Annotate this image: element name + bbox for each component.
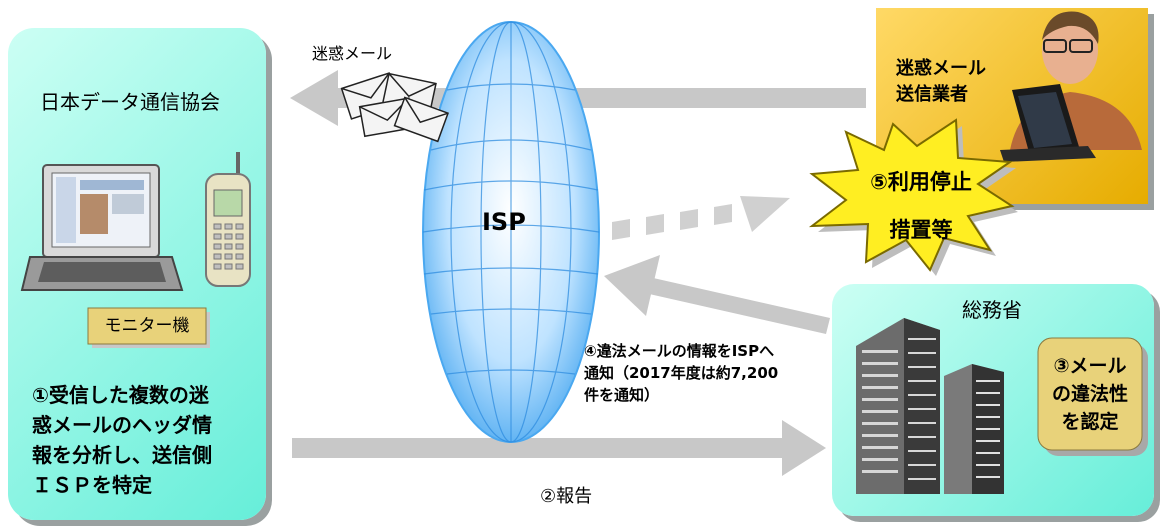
step4-text: ④違法メールの情報をISPへ 通知（2017年度は約7,200 件を通知） xyxy=(584,340,778,406)
notify-arrow xyxy=(604,255,830,334)
step4-line: 通知（2017年度は約7,200 xyxy=(584,364,779,382)
ministry-title: 総務省 xyxy=(962,298,1022,322)
spam-sender-line: 送信業者 xyxy=(896,84,968,105)
step3-label: ③メール の違法性 を認定 xyxy=(1038,352,1142,436)
step3-box xyxy=(1037,337,1148,456)
step4-line: 件を通知） xyxy=(584,386,660,404)
ministry-building-icon xyxy=(856,318,1004,494)
jadac-title: 日本データ通信協会 xyxy=(40,90,220,114)
isp-label: ISP xyxy=(482,208,526,236)
suspension-burst xyxy=(808,118,1018,276)
step1-line: ＩＳＰを特定 xyxy=(32,473,152,497)
step4-line: ④違法メールの情報をISPへ xyxy=(584,342,775,360)
report-arrow xyxy=(292,420,826,476)
spam-sender-label: 迷惑メール 送信業者 xyxy=(896,56,986,108)
spam-sender-person-icon xyxy=(1000,11,1142,162)
suspension-dotted-arrow xyxy=(612,196,790,240)
step5-label: ⑤利用停止 措置等 xyxy=(846,158,996,254)
step2-label: ②報告 xyxy=(540,486,593,507)
monitor-label-box xyxy=(87,307,210,348)
step5-line: 措置等 xyxy=(889,218,953,242)
step5-line: ⑤利用停止 xyxy=(870,170,972,194)
step3-line: の違法性 xyxy=(1051,383,1128,405)
spam-sender-line: 迷惑メール xyxy=(896,58,986,79)
isp-globe xyxy=(422,21,600,443)
spam-mail-label: 迷惑メール xyxy=(312,44,393,63)
step1-line: 惑メールのヘッダ情 xyxy=(32,413,212,437)
step1-text: ①受信した複数の迷 惑メールのヘッダ情 報を分析し、送信側 ＩＳＰを特定 xyxy=(32,380,212,500)
step3-line: を認定 xyxy=(1061,411,1119,433)
mobile-phone-icon xyxy=(205,152,251,287)
spam-envelopes-icon xyxy=(340,72,449,143)
step1-line: ①受信した複数の迷 xyxy=(32,383,209,407)
monitor-label: モニター機 xyxy=(104,316,190,336)
step1-line: 報を分析し、送信側 xyxy=(32,443,212,467)
laptop-icon xyxy=(20,164,184,291)
step3-line: ③メール xyxy=(1053,355,1127,377)
